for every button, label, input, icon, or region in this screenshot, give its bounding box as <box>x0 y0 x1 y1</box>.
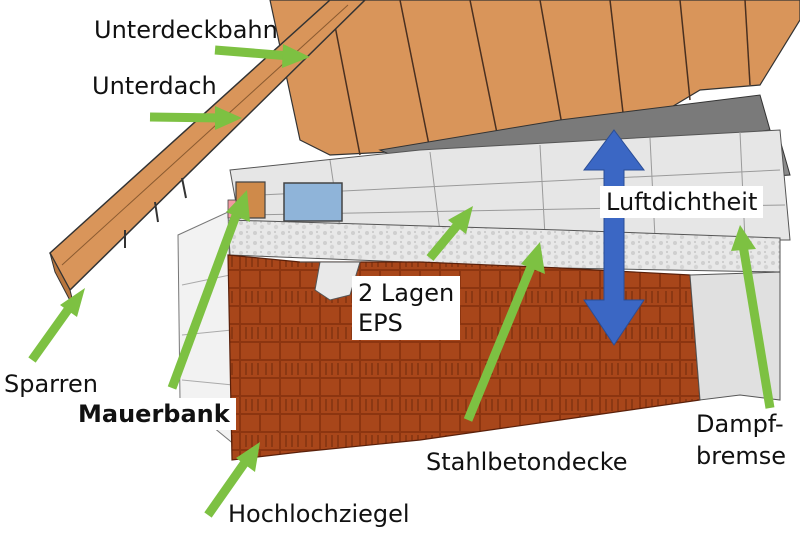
hochlochziegel-arrow <box>204 442 260 518</box>
stahlbetondecke-arrow <box>463 242 545 422</box>
airtightness-arrow <box>583 129 645 346</box>
mauerbank-arrow <box>167 190 250 390</box>
label-dampfbremse: Dampf- bremse <box>696 408 786 472</box>
rafter-stubs <box>124 177 187 248</box>
label-eps-line2: EPS <box>358 309 403 337</box>
unterdeckbahn-arrow <box>214 44 310 68</box>
front-rafter <box>49 0 367 311</box>
vapor-panel <box>283 182 343 222</box>
label-mauerbank: Mauerbank <box>72 398 236 430</box>
label-hochlochziegel: Hochlochziegel <box>228 500 410 528</box>
dampfbremse-arrow <box>731 225 775 409</box>
label-stahlbetondecke: Stahlbetondecke <box>426 448 628 476</box>
label-unterdeckbahn: Unterdeckbahn <box>94 16 278 44</box>
label-sparren: Sparren <box>4 370 98 398</box>
label-eps: 2 Lagen EPS <box>352 276 461 340</box>
wall-opening <box>300 261 361 301</box>
label-unterdach: Unterdach <box>92 72 217 100</box>
brick-wall <box>227 254 701 461</box>
eps-arrow <box>426 206 473 261</box>
unterdach-arrow <box>149 106 242 130</box>
label-luftdichtheit: Luftdichtheit <box>600 186 764 218</box>
annotation-arrows <box>28 44 775 518</box>
sparren-arrow <box>28 288 85 363</box>
vapor-brake-sheet <box>689 271 781 401</box>
label-eps-line1: 2 Lagen <box>358 279 455 307</box>
label-dampfbremse-line1: Dampf- <box>696 410 784 438</box>
label-dampfbremse-line2: bremse <box>696 442 786 470</box>
